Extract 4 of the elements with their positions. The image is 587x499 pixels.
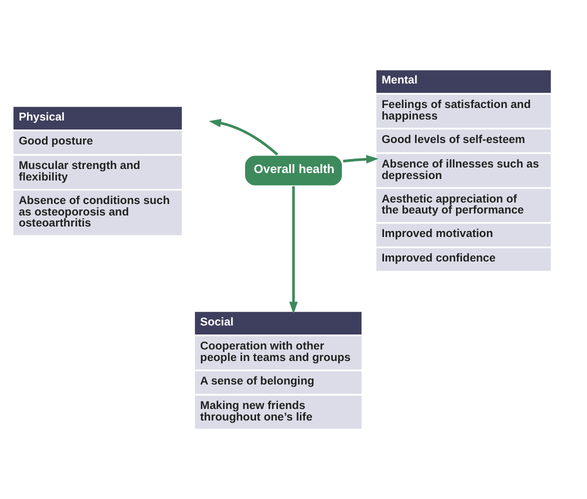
arrow (289, 186, 298, 314)
node-box: Overall health (243, 154, 344, 188)
arrow (342, 154, 378, 164)
arrow (208, 118, 278, 156)
